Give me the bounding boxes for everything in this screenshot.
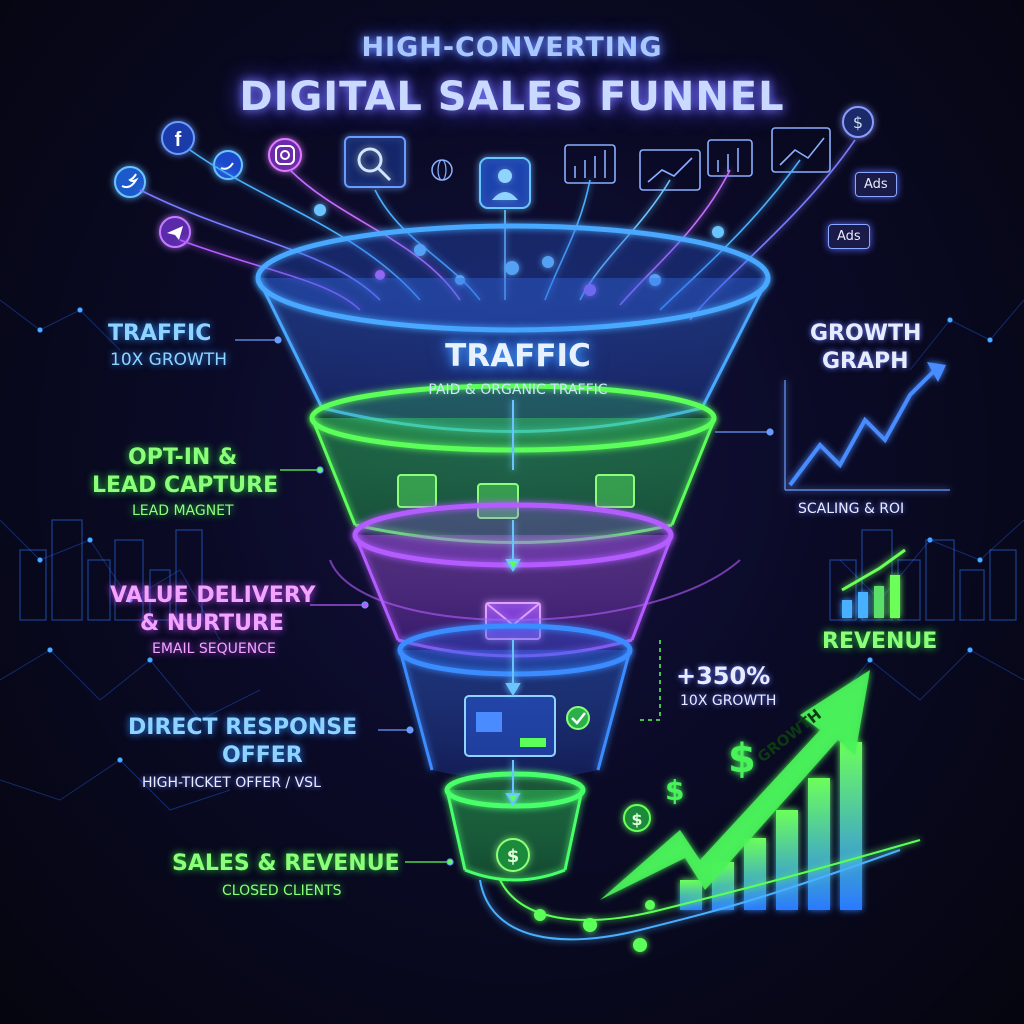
svg-text:f: f [175,129,182,151]
twitter-icon [114,166,146,198]
search-icon [344,136,406,188]
trend-arrow-icon [639,149,701,191]
percent-growth-sub: 10x GROWTH [680,693,777,709]
label-optin-title-1: OPT-IN & [128,445,238,470]
dollar-icon: $ [842,106,874,138]
network-background [0,299,1024,811]
growth-graph-title-2: GRAPH [822,349,909,374]
title-line-1: HIGH-CONVERTING [361,32,663,63]
bar-chart-icon [707,139,753,177]
funnel-top-label: TRAFFIC [445,338,591,374]
facebook-icon: f [161,121,195,155]
growth-arrow [600,670,870,900]
dollar-icon: $ [496,838,530,872]
flow-arrows [505,400,521,806]
label-offer-title-1: DIRECT RESPONSE [128,715,358,740]
growth-graph-title-1: GROWTH [810,321,922,346]
label-optin-title-2: LEAD CAPTURE [92,473,279,498]
label-value-title-1: VALUE DELIVERY [110,583,316,608]
label-value-title-2: & NURTURE [140,611,284,636]
growth-graph [784,362,950,491]
globe-icon [431,159,453,181]
bar-chart-icon [564,144,616,184]
svg-text:$: $ [728,736,756,782]
label-traffic-title: TRAFFIC [108,321,212,346]
ads-badge-2: Ads [828,224,870,249]
city-skyline [19,519,1017,621]
trend-arrow-icon [771,127,831,173]
instagram-icon [268,138,302,172]
traffic-source-icons: f $ [114,106,874,248]
conversion-flow [479,839,921,952]
label-sales-sub: CLOSED CLIENTS [222,883,342,899]
ads-badge-1: Ads [855,172,897,197]
user-icon [479,157,531,209]
revenue-chart [841,548,906,618]
database-icon [397,474,635,519]
label-traffic-sub: 10x GROWTH [110,350,228,370]
revenue-label: REVENUE [822,629,938,654]
label-connectors [235,336,774,866]
percent-growth-value: +350% [676,662,771,690]
svg-text:$: $ [665,774,684,807]
nurture-loop [329,559,741,621]
chart-icons-top [564,127,831,191]
funnel-top-sublabel: PAID & ORGANIC TRAFFIC [428,382,608,398]
label-offer-title-2: OFFER [222,743,303,768]
svg-text:$: $ [631,810,642,829]
label-sales-title: SALES & REVENUE [172,851,400,876]
svg-text:$: $ [507,846,520,867]
dollar-signs: $ $ $ [623,736,756,832]
title-line-2: DIGITAL SALES FUNNEL [239,74,785,120]
growth-graph-sub: SCALING & ROI [798,501,905,517]
svg-text:$: $ [853,113,863,132]
funnel-stage-sales: $ [444,771,586,882]
check-icon [566,706,590,730]
label-value-sub: EMAIL SEQUENCE [152,641,276,657]
label-optin-sub: LEAD MAGNET [132,503,234,519]
telegram-icon [159,216,191,248]
percent-connector [640,640,661,721]
label-offer-sub: HIGH-TICKET OFFER / VSL [142,775,321,791]
funnel-stage-offer [397,623,633,780]
landing-page-icon [464,695,556,757]
